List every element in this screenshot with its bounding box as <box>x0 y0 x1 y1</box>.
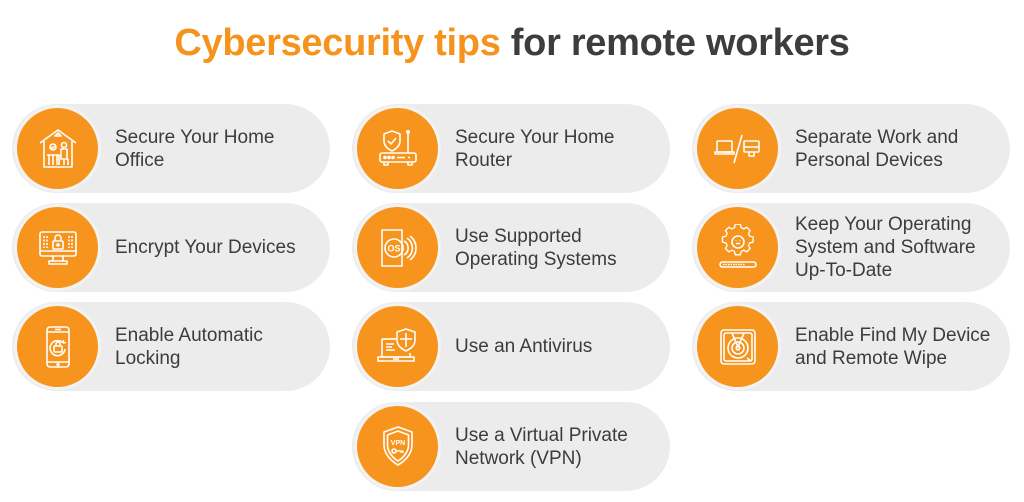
tip-label: Secure Your Home Office <box>115 126 275 171</box>
tip-label: Use a Virtual Private Network (VPN) <box>455 424 628 469</box>
phone-lock-icon <box>45 325 70 368</box>
tip-label: Separate Work and Personal Devices <box>795 126 959 171</box>
tip-icon-circle <box>17 108 98 189</box>
page-title: Cybersecurity tips for remote workers <box>0 22 1024 65</box>
svg-text:OS: OS <box>387 243 400 253</box>
laptop-desktop-split-icon <box>713 134 760 163</box>
tip-icon-circle <box>357 306 438 387</box>
tip-vpn: VPN Use a Virtual Private Network (VPN) <box>352 402 670 491</box>
tip-secure-home-router: Secure Your Home Router <box>352 104 670 193</box>
tip-find-device-wipe: Enable Find My Device and Remote Wipe <box>692 302 1010 391</box>
vpn-shield-icon: VPN <box>382 425 413 466</box>
home-office-icon <box>39 128 76 168</box>
tip-icon-circle <box>697 108 778 189</box>
tip-icon-circle: OS <box>357 207 438 288</box>
tip-label: Use an Antivirus <box>455 336 593 357</box>
tip-label: Encrypt Your Devices <box>115 237 296 258</box>
tip-icon-circle <box>17 207 98 288</box>
tip-encrypt-devices: Encrypt Your Devices <box>12 203 330 292</box>
tip-separate-devices: Separate Work and Personal Devices <box>692 104 1010 193</box>
tip-icon-circle <box>697 306 778 387</box>
tip-automatic-locking: Enable Automatic Locking <box>12 302 330 391</box>
router-shield-icon <box>378 129 417 166</box>
tip-icon-circle <box>357 108 438 189</box>
monitor-lock-icon <box>38 230 77 265</box>
tip-label: Keep Your Operating System and Software … <box>795 214 976 281</box>
tip-label: Enable Automatic Locking <box>115 324 263 369</box>
svg-text:VPN: VPN <box>390 440 404 447</box>
laptop-shield-icon <box>376 327 416 362</box>
tip-label: Secure Your Home Router <box>455 126 615 171</box>
gear-update-icon <box>718 223 757 268</box>
tip-label: Use Supported Operating Systems <box>455 225 617 270</box>
tip-icon-circle <box>697 207 778 288</box>
tip-supported-os: OS Use Supported Operating Systems <box>352 203 670 292</box>
title-rest: for remote workers <box>500 22 850 64</box>
os-disc-icon: OS <box>380 228 417 267</box>
tip-icon-circle: VPN <box>357 406 438 487</box>
tip-icon-circle <box>17 306 98 387</box>
title-accent: Cybersecurity tips <box>174 22 501 64</box>
find-device-wipe-icon <box>719 328 756 365</box>
tip-label: Enable Find My Device and Remote Wipe <box>795 324 991 369</box>
tip-antivirus: Use an Antivirus <box>352 302 670 391</box>
tip-keep-updated: Keep Your Operating System and Software … <box>692 203 1010 292</box>
tip-secure-home-office: Secure Your Home Office <box>12 104 330 193</box>
